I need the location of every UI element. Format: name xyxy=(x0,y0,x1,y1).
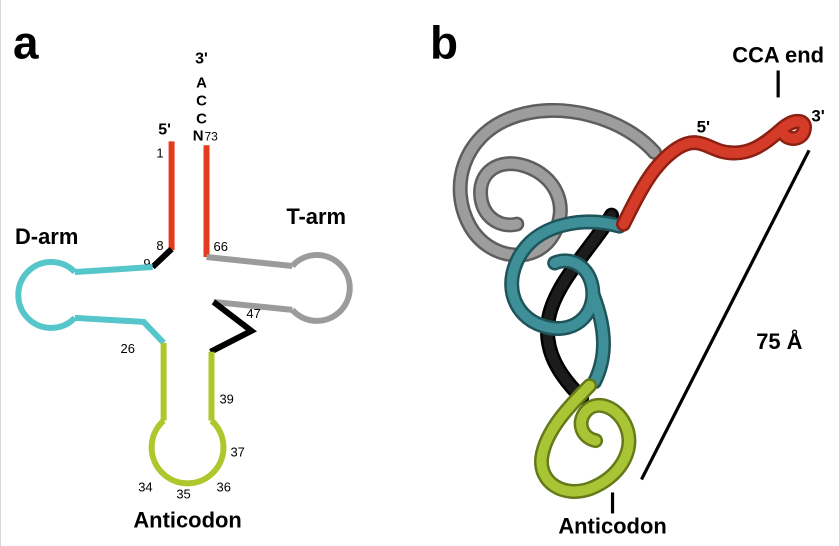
panel-b-3prime-label: 3' xyxy=(811,106,824,125)
residue-number-66: 66 xyxy=(213,239,227,254)
d-arm-loop xyxy=(15,259,77,331)
tube-connector-black xyxy=(540,207,620,406)
panel-b: b CCA end 5' xyxy=(430,17,825,539)
tube-connector-body xyxy=(542,210,617,403)
discriminator-base-n: N xyxy=(193,127,204,144)
tube-d-arm-body xyxy=(506,216,625,334)
panel-b-5prime-label: 5' xyxy=(697,117,710,136)
residue-number-26: 26 xyxy=(120,341,134,356)
d-arm-top-strand xyxy=(74,264,153,275)
cca-end-label: CCA end xyxy=(732,43,824,68)
residue-number-37: 37 xyxy=(230,445,244,460)
distance-arrow-upper xyxy=(723,149,811,316)
tube-anticodon-body xyxy=(536,380,634,497)
panel-b-anticodon-label: Anticodon xyxy=(558,513,666,538)
panel-a-5prime-label: 5' xyxy=(158,121,171,138)
cca-base-c1: C xyxy=(196,92,207,109)
panel-a-anticodon-label: Anticodon xyxy=(133,507,241,532)
tube-anticodon-green xyxy=(534,378,637,499)
residue-number-36: 36 xyxy=(216,479,230,494)
tube-d-arm-stem-body xyxy=(588,290,609,387)
tube-acceptor-red xyxy=(616,113,812,232)
panel-b-letter: b xyxy=(430,17,458,69)
d-arm-label: D-arm xyxy=(15,224,78,249)
residue-number-47: 47 xyxy=(246,306,260,321)
t-arm-loop xyxy=(290,252,353,324)
t-arm-bottom-strand xyxy=(213,298,293,313)
t-arm-top-strand xyxy=(206,254,293,269)
residue-number-73: 73 xyxy=(205,129,219,143)
residue-number-1: 1 xyxy=(156,145,163,160)
cca-base-a: A xyxy=(196,74,207,91)
anticodon-loop xyxy=(148,418,227,487)
residue-number-35: 35 xyxy=(176,486,190,501)
panel-a-3prime-label: 3' xyxy=(195,51,208,68)
d-arm-bottom-strand xyxy=(74,314,166,345)
residue-number-9: 9 xyxy=(143,256,150,271)
tube-d-arm-teal xyxy=(504,214,628,390)
connector-residues-8-9 xyxy=(150,246,174,270)
cca-base-c2: C xyxy=(196,110,207,127)
panel-a-letter: a xyxy=(13,17,39,69)
residue-number-34: 34 xyxy=(138,479,152,494)
variable-loop-chevron xyxy=(209,299,257,355)
tube-acceptor-body xyxy=(618,116,810,230)
residue-number-8: 8 xyxy=(156,238,163,253)
distance-arrow-lower xyxy=(640,314,727,481)
panel-a: a 5' 3' A C C N 73 1 8 9 66 D-arm 26 T-a… xyxy=(13,17,353,532)
distance-label: 75 Å xyxy=(756,328,802,354)
t-arm-label: T-arm xyxy=(286,204,346,229)
residue-number-39: 39 xyxy=(219,392,233,407)
